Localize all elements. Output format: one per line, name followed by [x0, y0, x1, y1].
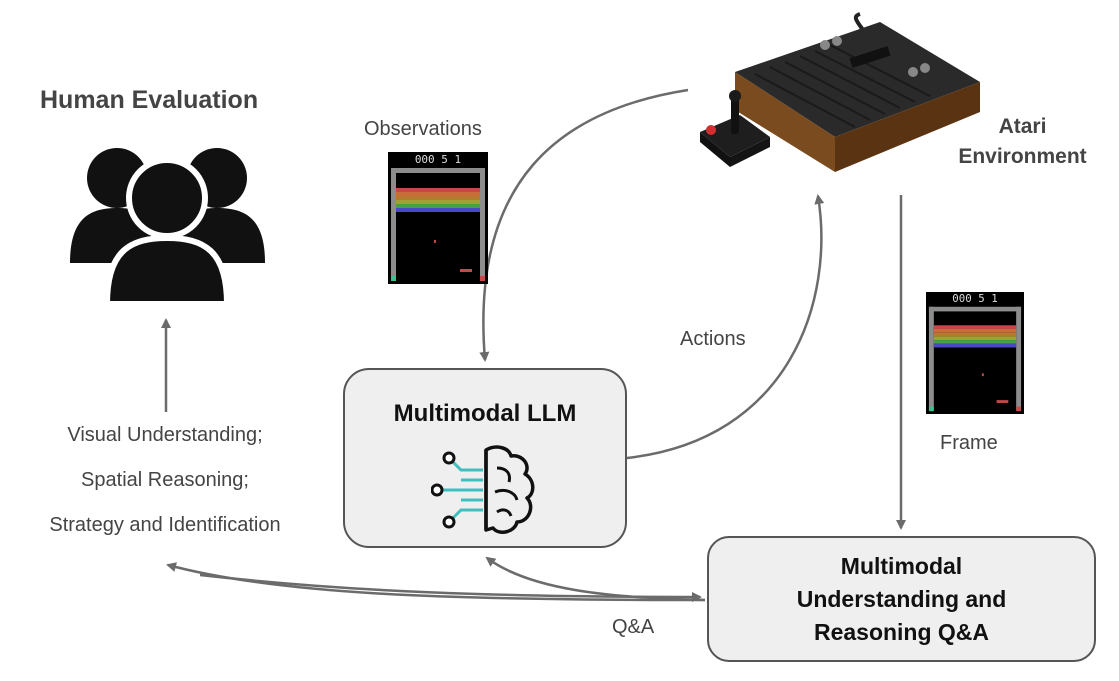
skill-strategy-identification: Strategy and Identification: [49, 514, 281, 536]
atari-console-icon: [700, 12, 980, 172]
human-evaluation-title: Human Evaluation: [40, 86, 259, 114]
actions-label: Actions: [680, 328, 746, 350]
atari-environment-title: Atari Environment: [945, 112, 1100, 172]
atari-title-line2: Environment: [958, 145, 1087, 168]
svg-text:000 5 1: 000 5 1: [415, 153, 461, 166]
qa-title-line2: Understanding and: [796, 586, 1007, 612]
observation-game-frame: 000 5 1: [388, 152, 488, 284]
multimodal-qa-box: Multimodal Understanding and Reasoning Q…: [707, 536, 1096, 662]
multimodal-llm-title: Multimodal LLM: [393, 400, 577, 427]
arrow-atari-to-llm: [479, 88, 689, 362]
qa-label: Q&A: [612, 616, 655, 638]
arrow-qa-to-skills: [166, 562, 706, 602]
skill-visual-understanding: Visual Understanding;: [67, 424, 263, 446]
arrow-skills-to-qa: [199, 573, 702, 602]
people-group-icon: [70, 148, 265, 307]
frame-game-frame: 000 5 1: [926, 292, 1024, 414]
frame-label: Frame: [940, 432, 998, 454]
brain-circuit-icon: [431, 445, 535, 534]
observations-label: Observations: [364, 118, 482, 140]
multimodal-qa-title: Multimodal Understanding and Reasoning Q…: [709, 550, 1094, 649]
svg-text:000 5 1: 000 5 1: [952, 293, 997, 305]
multimodal-llm-box: Multimodal LLM: [343, 368, 627, 548]
atari-title-line1: Atari: [998, 115, 1047, 138]
arrow-qa-to-llm: [485, 556, 706, 602]
arrow-llm-to-atari: [626, 194, 825, 460]
skill-spatial-reasoning: Spatial Reasoning;: [81, 469, 249, 491]
qa-title-line3: Reasoning Q&A: [813, 619, 990, 645]
qa-title-line1: Multimodal: [840, 553, 963, 579]
